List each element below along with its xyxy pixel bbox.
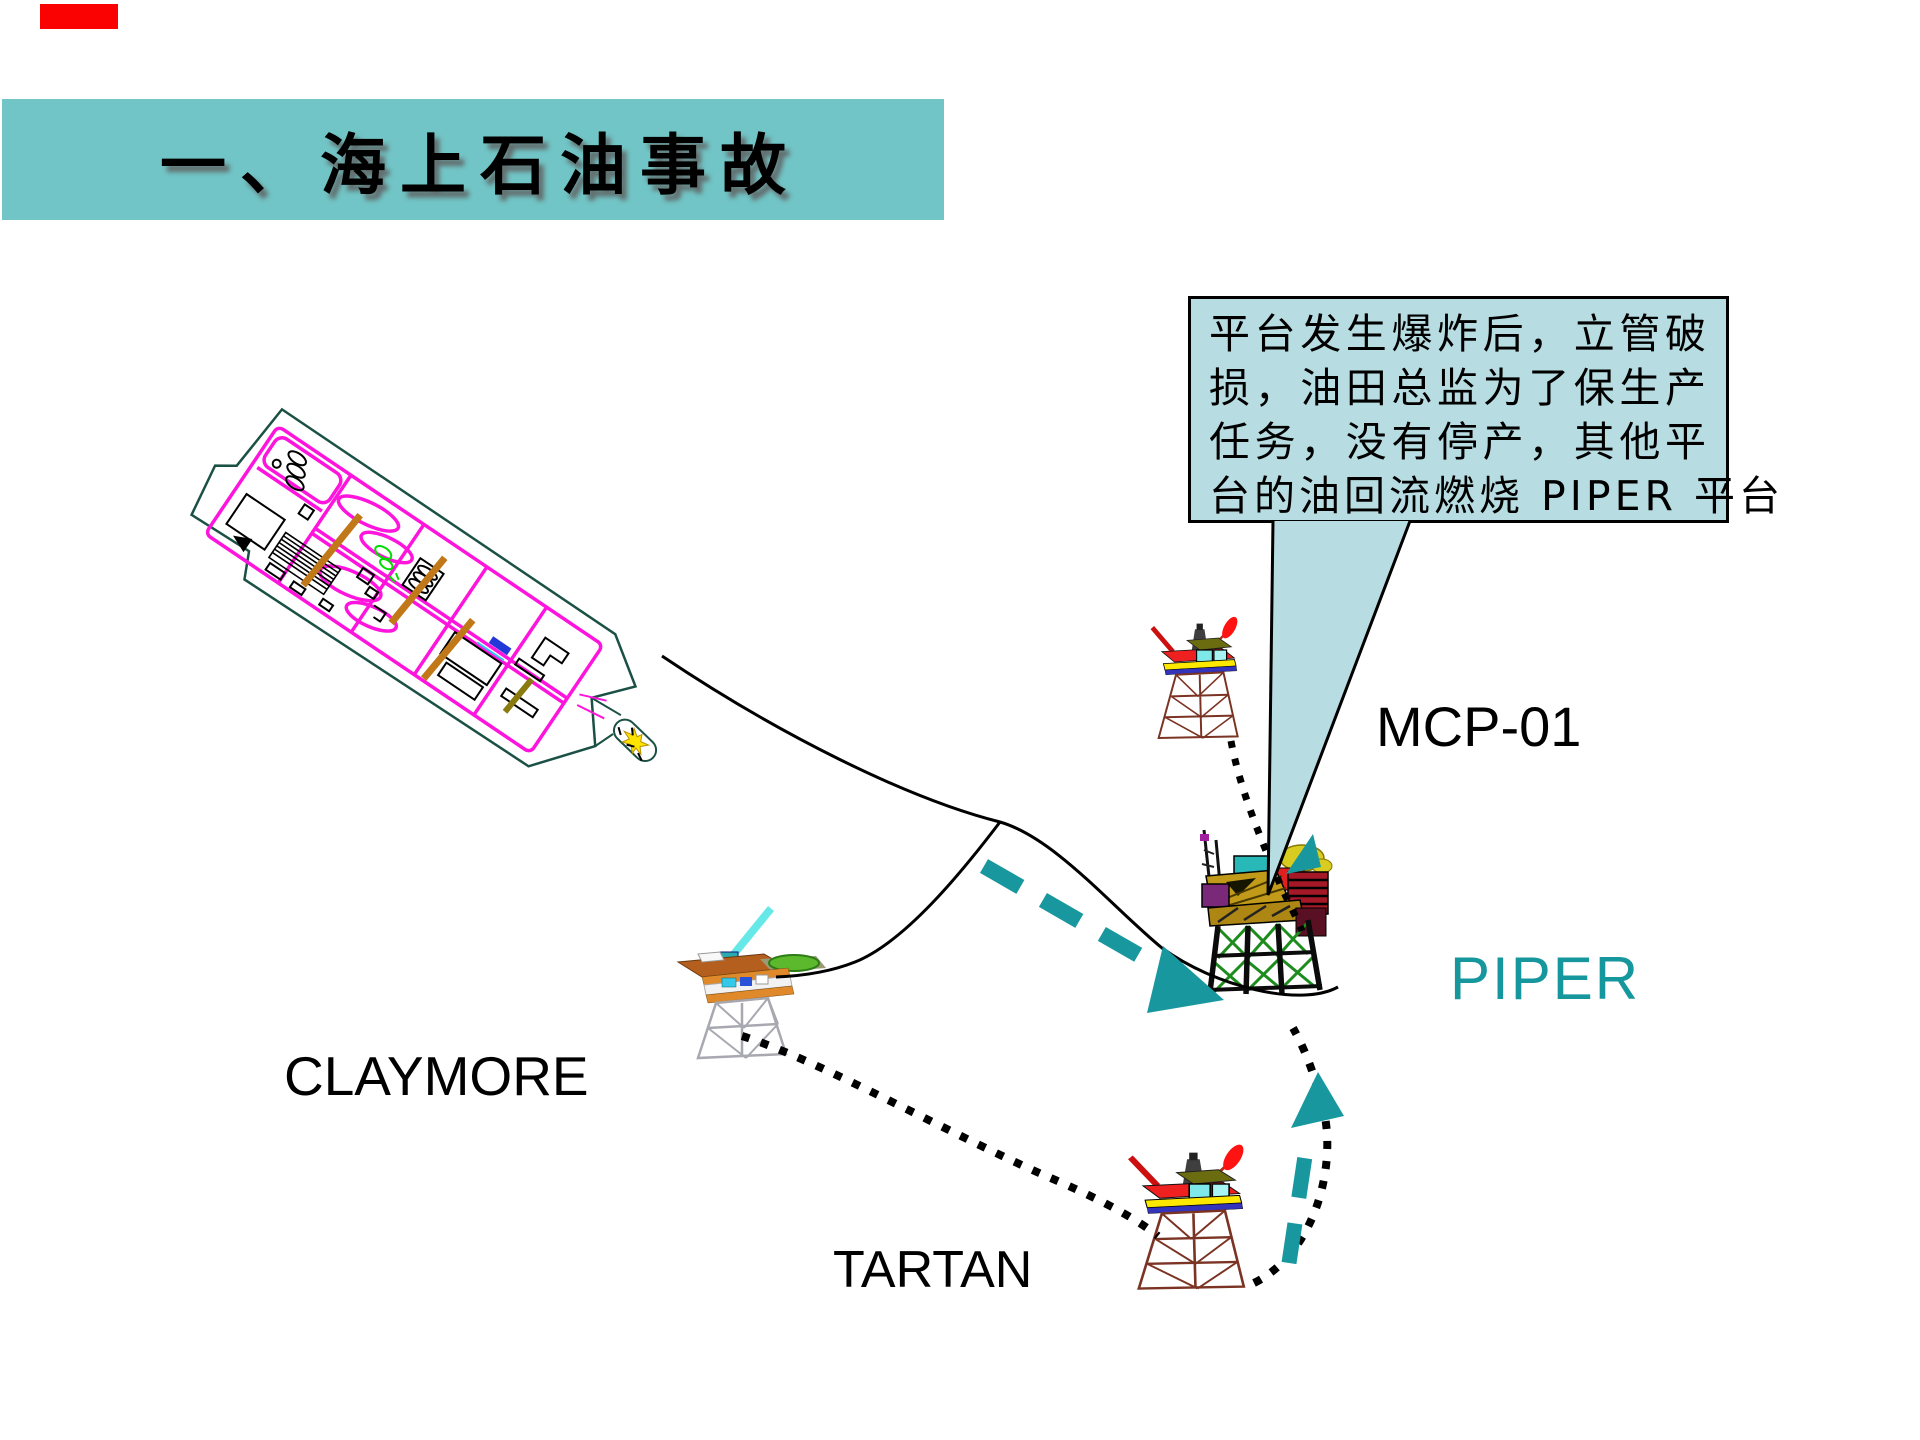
connection-lines bbox=[661, 654, 1344, 1287]
callout-box: 平台发生爆炸后，立管破 损，油田总监为了保生产 任务，没有停产，其他平 台的油回… bbox=[1188, 296, 1784, 523]
callout-text-line: 台的油回流燃烧 PIPER 平台 bbox=[1209, 472, 1784, 520]
crane-boom bbox=[724, 906, 774, 965]
flow-arrow-claymore-line-to-piper bbox=[980, 859, 1224, 1013]
north-arrow-icon bbox=[233, 535, 253, 553]
platform-label-mcp01: MCP-01 bbox=[1376, 695, 1582, 758]
helipad bbox=[768, 954, 820, 972]
flow-arrow-tartan-line-to-piper bbox=[1281, 1072, 1344, 1265]
callout-text-line: 平台发生爆炸后，立管破 bbox=[1209, 310, 1710, 358]
corner-marker bbox=[40, 4, 118, 29]
piper-deck-plan-drawing bbox=[189, 407, 658, 768]
platform-label-piper: PIPER bbox=[1450, 945, 1641, 1012]
arrowhead-icon bbox=[1147, 946, 1224, 1013]
dotted-route-claymore-to-tartan bbox=[740, 1032, 1161, 1240]
mcp01-platform bbox=[1152, 614, 1240, 738]
dotted-route-mcp01-to-piper bbox=[1227, 740, 1306, 933]
claymore-platform bbox=[676, 906, 826, 1060]
platform-label-tartan: TARTAN bbox=[833, 1241, 1033, 1299]
flow-arrowhead-piper-top bbox=[1286, 834, 1321, 874]
pipeline-fork-to-claymore bbox=[775, 821, 1002, 979]
callout-text-line: 任务，没有停产，其他平 bbox=[1209, 418, 1710, 466]
flare-tip-flame bbox=[612, 718, 658, 763]
dotted-route-tartan-to-piper bbox=[1252, 1026, 1332, 1287]
callout-pointer bbox=[1266, 520, 1412, 896]
page-title: 一、海上石油事故 bbox=[160, 126, 800, 204]
platform-label-claymore: CLAYMORE bbox=[284, 1045, 589, 1107]
arrowhead-icon bbox=[1291, 1072, 1344, 1128]
callout-text-line: 损，油田总监为了保生产 bbox=[1209, 364, 1710, 412]
title-banner: 一、海上石油事故 bbox=[2, 99, 944, 220]
tartan-platform bbox=[1130, 1142, 1247, 1289]
pipeline-deckplan-to-piper bbox=[661, 654, 1339, 997]
